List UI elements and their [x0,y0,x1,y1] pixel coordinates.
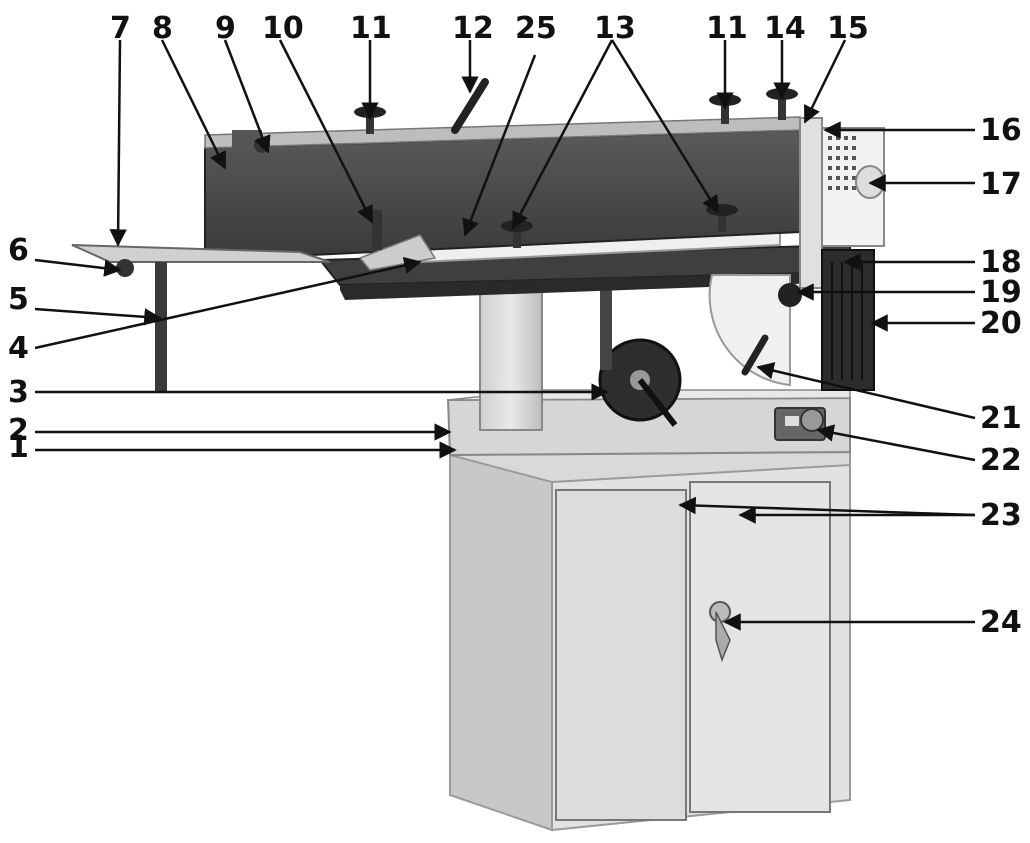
callout-2: 2 [8,413,29,448]
callout-8: 8 [152,11,173,46]
callout-4: 4 [8,331,29,366]
callout-16: 16 [980,113,1022,148]
dust-guard [708,274,791,387]
callout-6: 6 [8,233,29,268]
callout-3: 3 [8,375,29,410]
leader-lines [34,39,976,631]
callout-11: 11 [350,11,392,46]
end-table [71,244,331,392]
motor [821,127,885,391]
callout-1: 1 [8,430,29,465]
callout-12: 12 [452,11,494,46]
callout-23: 23 [980,498,1022,533]
lever-icon[interactable] [451,78,489,134]
callout-25: 25 [515,11,557,46]
handwheel-icon[interactable] [598,338,682,427]
callout-11: 11 [706,11,748,46]
callout-21: 21 [980,401,1022,436]
sanding-unit [204,116,823,289]
lever-icon[interactable] [741,334,769,376]
callout-10: 10 [262,11,304,46]
cabinet [449,450,851,832]
callout-18: 18 [980,245,1022,280]
knob-icon[interactable] [778,283,802,307]
callout-19: 19 [980,275,1022,310]
callout-labels: 1 2 3 4 5 6 7 8 9 10 11 11 12 13 14 15 1… [8,11,1022,640]
cabinet-door-left[interactable] [555,489,687,821]
callout-20: 20 [980,306,1022,341]
callout-17: 17 [980,167,1022,202]
switch-box[interactable] [774,407,826,441]
machine-illustration [71,78,885,832]
callout-9: 9 [215,11,236,46]
callout-24: 24 [980,605,1022,640]
callout-14: 14 [764,11,806,46]
callout-22: 22 [980,443,1022,478]
callout-13: 13 [594,11,636,46]
callout-15: 15 [827,11,869,46]
cabinet-door-right[interactable] [689,481,831,813]
column [479,289,543,431]
callout-5: 5 [8,282,29,317]
callout-7: 7 [110,11,131,46]
